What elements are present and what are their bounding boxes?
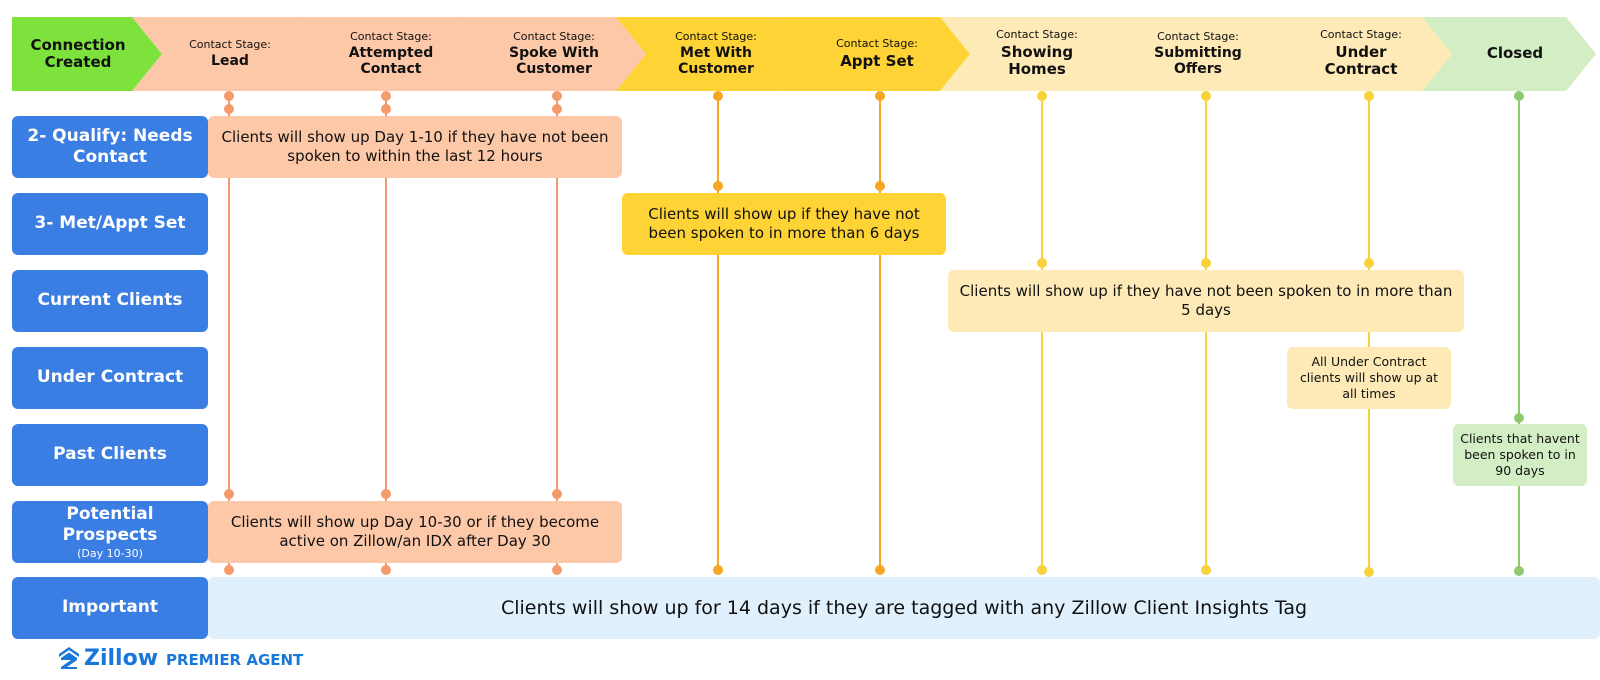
stage-name: Met With Customer (678, 45, 754, 78)
note-current-clients: Clients will show up if they have not be… (948, 270, 1464, 332)
connector-dot (1364, 567, 1374, 577)
stage-prefix: Contact Stage: (675, 29, 757, 43)
stage-name: Submitting Offers (1154, 45, 1242, 78)
connector-dot (224, 489, 234, 499)
connector-dot (713, 91, 723, 101)
stage-name: Attempted Contact (348, 45, 434, 78)
row-label-text: Current Clients (37, 290, 183, 311)
stage-name: Lead (211, 53, 249, 70)
stage-met-with-customer: Contact Stage: Met With Customer (654, 18, 778, 90)
stage-prefix: Contact Stage: (1157, 29, 1239, 43)
stage-chevron (132, 17, 323, 91)
connector-dot (381, 565, 391, 575)
stage-chevron (1101, 17, 1292, 91)
stage-chevron (293, 17, 484, 91)
connector-dot (713, 181, 723, 191)
connector-dot (875, 565, 885, 575)
stage-name: Appt Set (840, 51, 914, 70)
row-label-text: Important (61, 597, 159, 618)
stage-name: Spoke With Customer (509, 45, 599, 78)
note-past-clients: Clients that havent been spoken to in 90… (1453, 424, 1587, 486)
row-label-qualify: 2- Qualify: Needs Contact (12, 116, 208, 178)
stage-name: Closed (1486, 44, 1544, 63)
stage-name: Showing Homes (1000, 43, 1074, 79)
connector-dot (552, 91, 562, 101)
row-label-text: 3- Met/Appt Set (34, 213, 186, 234)
connector-dot (1364, 91, 1374, 101)
note-important: Clients will show up for 14 days if they… (208, 577, 1600, 639)
connector-dot (381, 489, 391, 499)
stage-prefix: Contact Stage: (836, 37, 918, 51)
connector-dot (713, 565, 723, 575)
stage-chevron (1262, 17, 1452, 91)
row-label-met-appt-set: 3- Met/Appt Set (12, 193, 208, 255)
row-label-text: Potential Prospects (62, 504, 158, 546)
connector-dot (1201, 91, 1211, 101)
note-qualify: Clients will show up Day 1-10 if they ha… (208, 116, 622, 178)
connector-dot (1201, 565, 1211, 575)
row-label-important: Important (12, 577, 208, 639)
zillow-house-icon (59, 647, 79, 669)
stage-chevron (454, 17, 646, 91)
row-label-text: Past Clients (53, 444, 167, 465)
connector-dot (875, 91, 885, 101)
stage-chevron (12, 17, 162, 91)
stage-name: Under Contract (1324, 43, 1398, 79)
connector-dot (381, 104, 391, 114)
stage-under-contract: Contact Stage: Under Contract (1299, 18, 1423, 90)
connector-dot (1037, 258, 1047, 268)
stage-lead: Contact Stage: Lead (170, 18, 290, 90)
stage-prefix: Contact Stage: (189, 37, 271, 51)
stage-appt-set: Contact Stage: Appt Set (815, 18, 939, 90)
connector-dot (1201, 258, 1211, 268)
row-label-current-clients: Current Clients (12, 270, 208, 332)
stage-connection-created: Connection Created (18, 18, 138, 90)
note-under-contract: All Under Contract clients will show up … (1287, 347, 1451, 409)
stage-chevron (616, 17, 808, 91)
stage-prefix: Contact Stage: (513, 29, 595, 43)
stage-chevron (940, 17, 1131, 91)
connector-dot (1364, 258, 1374, 268)
connector-dot (875, 181, 885, 191)
stage-submitting-offers: Contact Stage: Submitting Offers (1136, 18, 1260, 90)
stage-prefix: Contact Stage: (1320, 28, 1402, 42)
stage-spoke-with-customer: Contact Stage: Spoke With Customer (492, 18, 616, 90)
logo-wordmark: Zillow (84, 645, 159, 671)
connector-dot (1037, 565, 1047, 575)
zillow-premier-agent-logo: Zillow PREMIER AGENT (58, 644, 303, 672)
connector-dot (552, 489, 562, 499)
connector-dot (1514, 413, 1524, 423)
stage-showing-homes: Contact Stage: Showing Homes (975, 18, 1099, 90)
stage-closed: Closed (1460, 18, 1570, 90)
stage-prefix: Contact Stage: (350, 29, 432, 43)
note-met-appt-set: Clients will show up if they have not be… (622, 193, 946, 255)
row-label-potential-prospects: Potential Prospects (Day 10-30) (12, 501, 208, 563)
stage-prefix: Contact Stage: (996, 28, 1078, 42)
row-label-subtext: (Day 10-30) (77, 546, 143, 560)
connector-dot (552, 104, 562, 114)
stage-name: Connection Created (30, 35, 126, 71)
connector-dot (552, 565, 562, 575)
stage-attempted-contact: Contact Stage: Attempted Contact (331, 18, 451, 90)
connector-dot (224, 91, 234, 101)
connector-dot (1514, 566, 1524, 576)
connector-dot (224, 104, 234, 114)
row-label-text: Under Contract (36, 367, 184, 388)
row-label-text: 2- Qualify: Needs Contact (27, 125, 193, 167)
connector-dot (224, 565, 234, 575)
logo-subtitle: PREMIER AGENT (166, 651, 304, 669)
row-label-under-contract: Under Contract (12, 347, 208, 409)
row-label-past-clients: Past Clients (12, 424, 208, 486)
connector-dot (381, 91, 391, 101)
note-potential-prospects: Clients will show up Day 10-30 or if the… (208, 501, 622, 563)
connector-dot (1514, 91, 1524, 101)
stage-chevron (1422, 17, 1596, 91)
connector-dot (1037, 91, 1047, 101)
stage-chevron (778, 17, 970, 91)
